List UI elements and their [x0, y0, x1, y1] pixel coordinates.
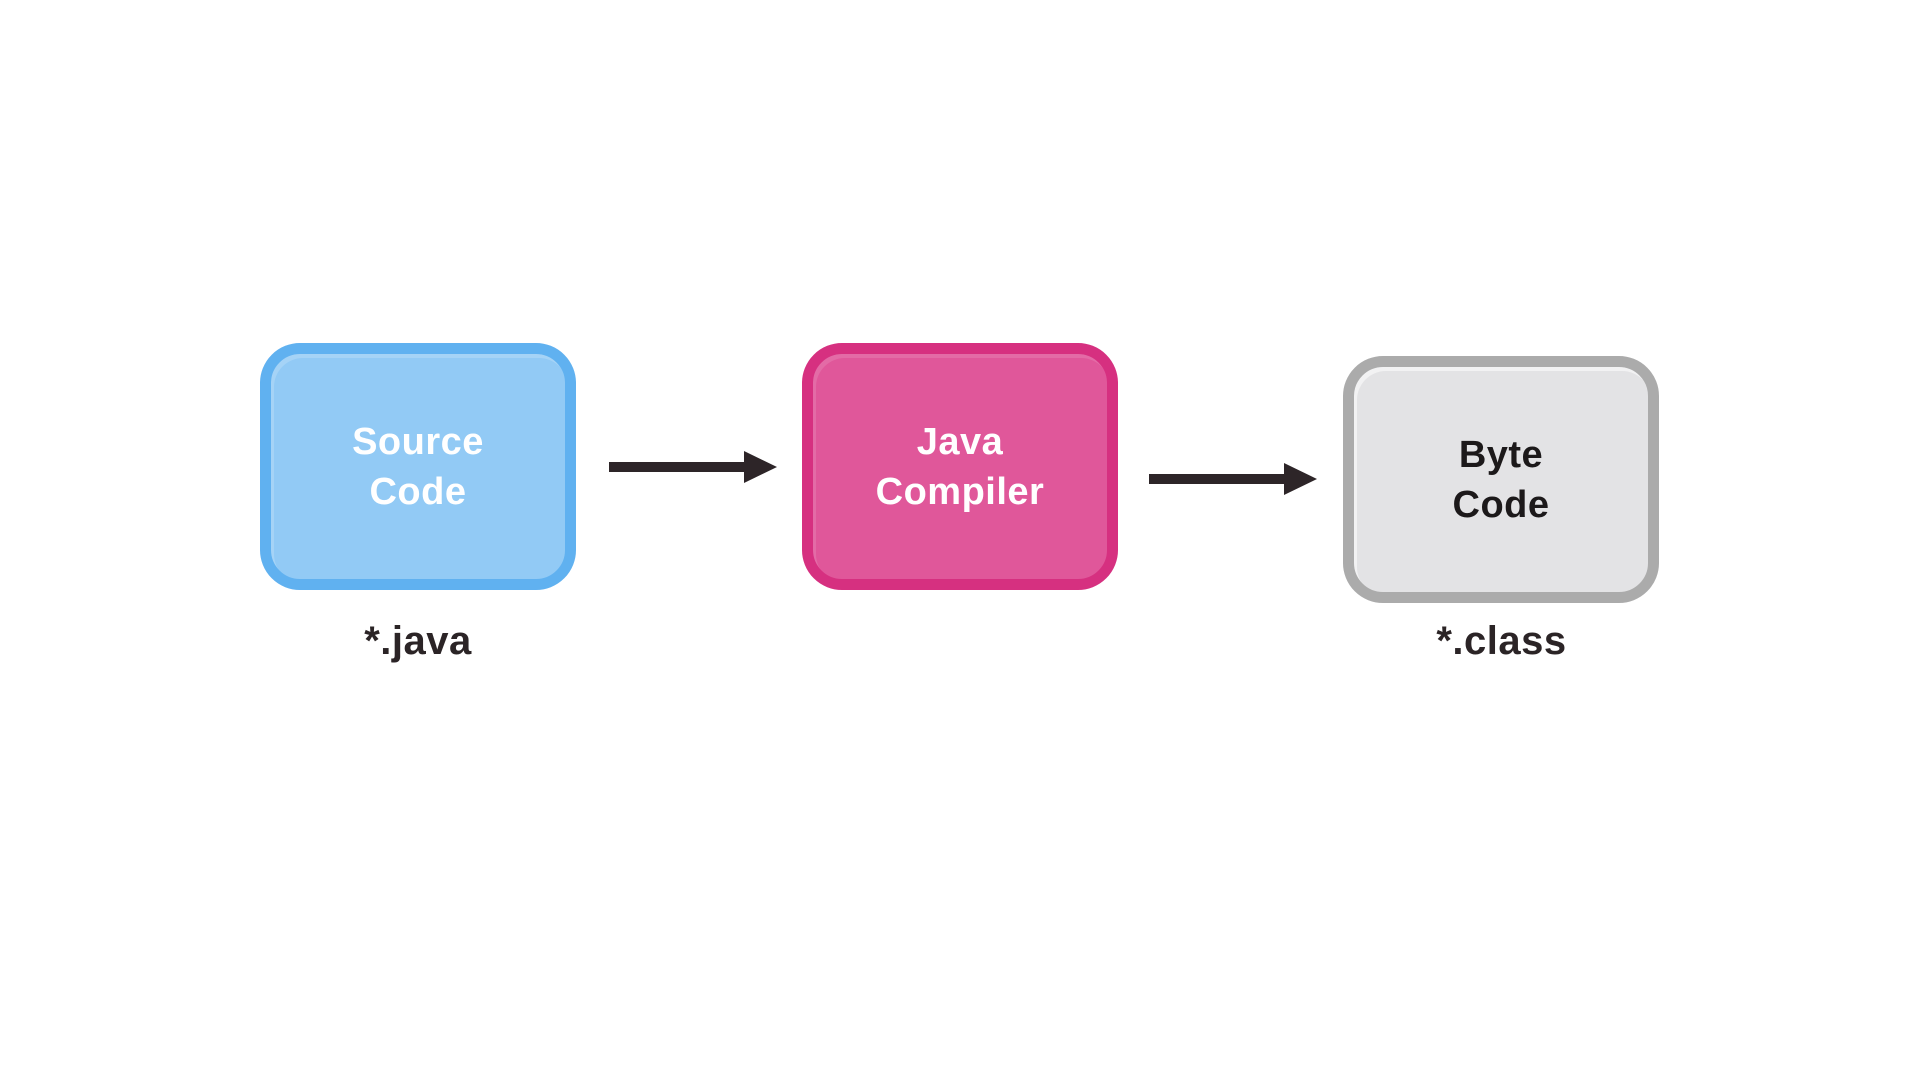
- node-java-compiler-line2: Compiler: [875, 470, 1045, 513]
- node-source-code: Source Code: [260, 343, 576, 590]
- file-label-java: *.java: [364, 619, 472, 663]
- node-java-compiler-line1: Java: [916, 420, 1004, 463]
- file-label-class: *.class: [1436, 619, 1567, 663]
- arrow-source-to-compiler-icon: [609, 451, 777, 483]
- node-source-code-line1: Source: [352, 420, 484, 463]
- node-source-code-line2: Code: [369, 470, 467, 513]
- node-java-compiler-label: Java Compiler: [876, 417, 1045, 517]
- node-byte-code-line2: Code: [1452, 483, 1550, 526]
- node-byte-code-label: Byte Code: [1453, 430, 1550, 530]
- arrow-compiler-to-bytecode-icon: [1149, 463, 1317, 495]
- node-java-compiler: Java Compiler: [802, 343, 1118, 590]
- node-byte-code-line1: Byte: [1458, 433, 1544, 476]
- node-byte-code: Byte Code: [1343, 356, 1659, 603]
- node-source-code-label: Source Code: [352, 417, 484, 517]
